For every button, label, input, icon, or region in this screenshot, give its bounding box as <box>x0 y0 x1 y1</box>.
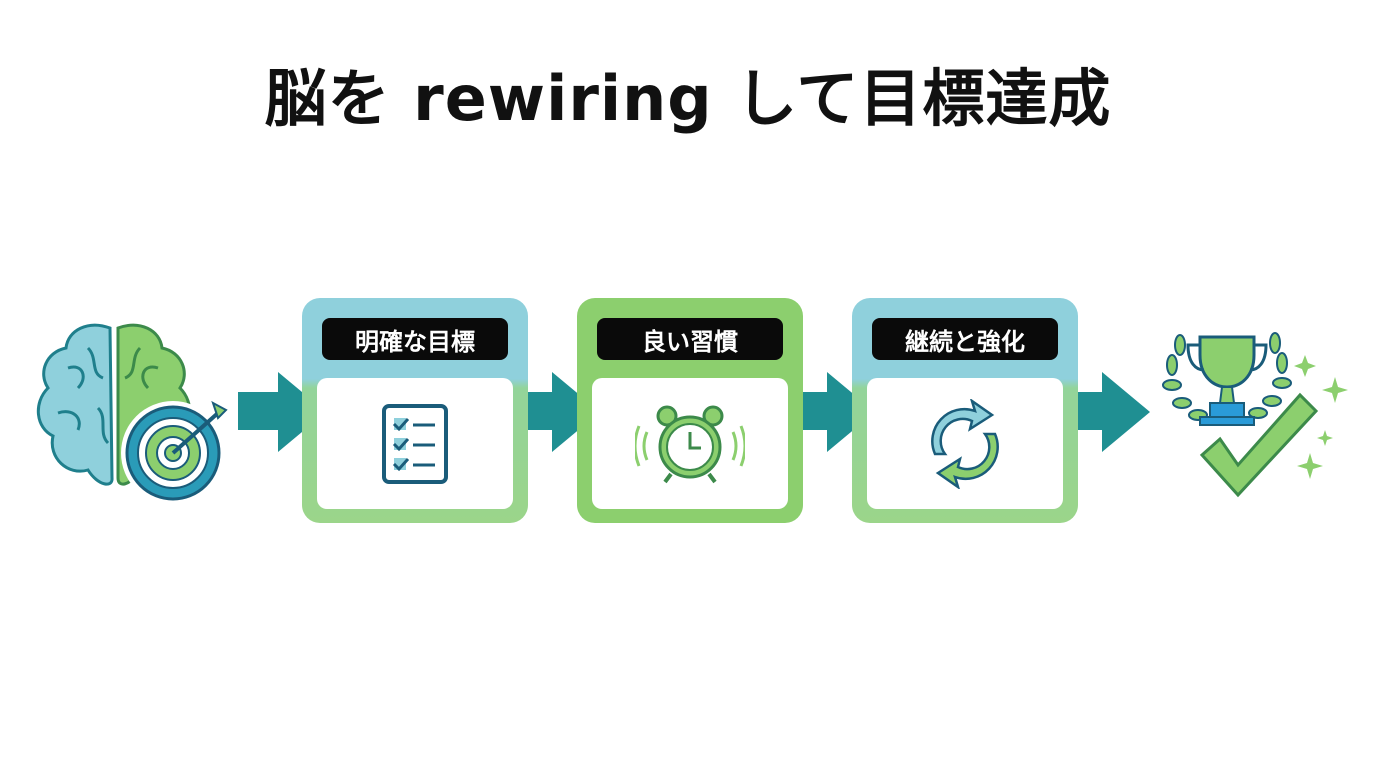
brain-target-icon <box>36 323 228 505</box>
page-title: 脳を rewiring して目標達成 <box>264 62 1112 135</box>
refresh-cycle-icon <box>931 398 999 489</box>
step-good-habits: 良い習慣 <box>577 298 803 523</box>
step-clear-goal: 明確な目標 <box>302 298 528 523</box>
step-continuation-reinforcement: 継続と強化 <box>852 298 1078 523</box>
step-label: 明確な目標 <box>322 318 508 360</box>
arrow-right-icon <box>238 372 326 452</box>
checklist-icon <box>382 403 448 484</box>
step-label: 良い習慣 <box>597 318 783 360</box>
trophy-check-icon <box>1162 332 1348 498</box>
step-label: 継続と強化 <box>872 318 1058 360</box>
alarm-clock-icon <box>635 405 745 483</box>
